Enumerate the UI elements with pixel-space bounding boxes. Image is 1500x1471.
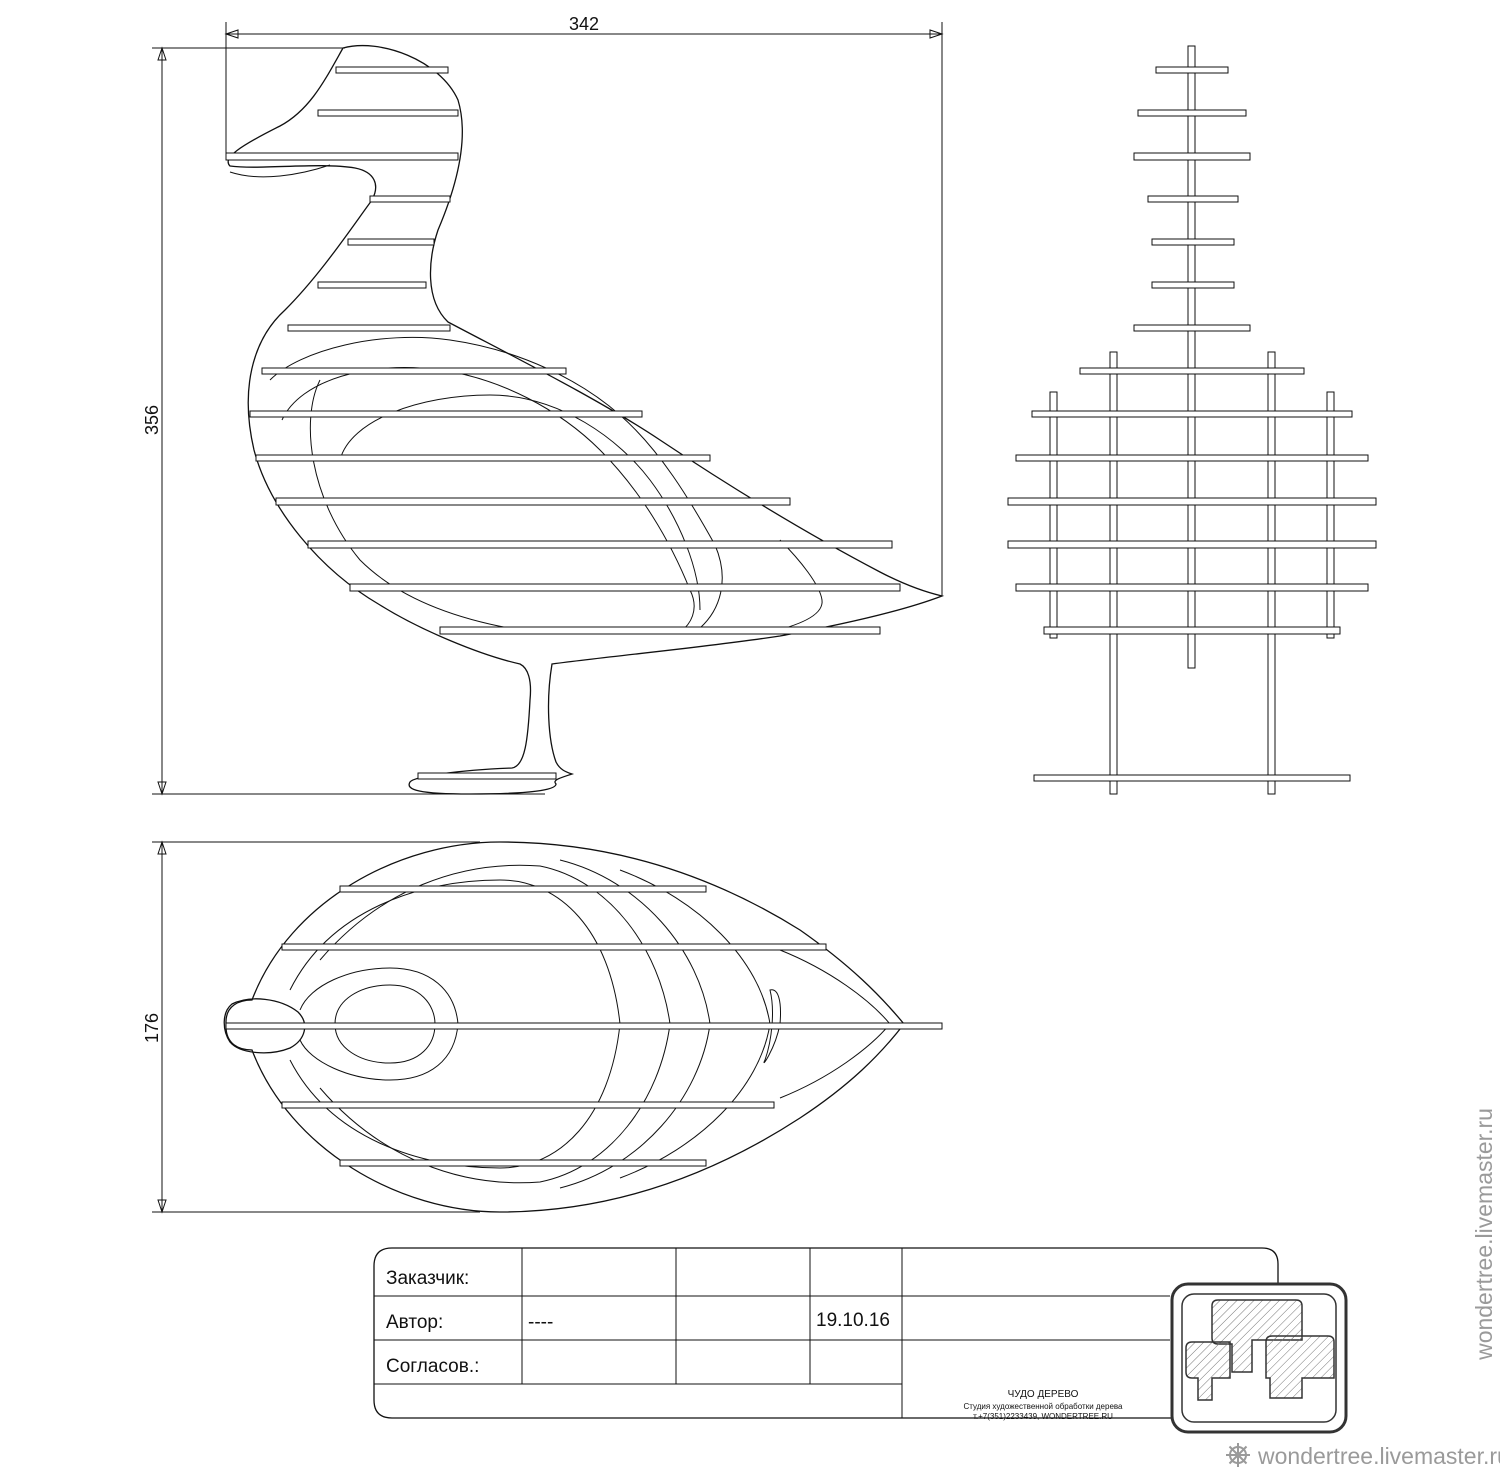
duck-side-contour bbox=[769, 539, 823, 633]
front-upright bbox=[1267, 351, 1276, 795]
duck-side-contour bbox=[269, 336, 723, 629]
front-upright bbox=[1049, 391, 1058, 639]
front-view-ribs bbox=[1007, 66, 1377, 782]
customer-label: Заказчик: bbox=[386, 1268, 469, 1289]
duck-top-head bbox=[223, 998, 306, 1054]
front-center-spine bbox=[1187, 45, 1196, 669]
author-value: ---- bbox=[528, 1312, 553, 1333]
duck-top-contour bbox=[763, 989, 781, 1063]
duck-top-outline bbox=[225, 841, 905, 1213]
top-view-ribs bbox=[225, 885, 943, 1167]
top-view: 176 bbox=[142, 840, 943, 1214]
studio-contact: т.+7(351)2233439, WONDERTREE.RU bbox=[973, 1412, 1113, 1421]
date-value: 19.10.16 bbox=[816, 1310, 890, 1331]
width-dimension-label: 342 bbox=[569, 14, 599, 34]
duck-side-contour bbox=[309, 379, 521, 631]
watermark-vertical-text: wondertree.livemaster.ru bbox=[1471, 1108, 1497, 1361]
duck-side-outline bbox=[227, 44, 945, 795]
front-view bbox=[1007, 45, 1377, 795]
height-dimension: 356 bbox=[142, 46, 545, 796]
side-view-ribs bbox=[225, 66, 901, 780]
wondertree-logo-icon bbox=[1170, 1282, 1348, 1434]
width-dimension: 342 bbox=[224, 14, 944, 596]
depth-dimension-label: 176 bbox=[142, 1013, 162, 1043]
depth-dimension: 176 bbox=[142, 840, 480, 1214]
side-view: 342 356 bbox=[142, 14, 945, 796]
title-block: Заказчик: Автор: ---- 19.10.16 Согласов.… bbox=[373, 1247, 1279, 1421]
watermark-bottom-text: wondertree.livemaster.ru bbox=[1257, 1443, 1500, 1469]
front-upright bbox=[1326, 391, 1335, 639]
studio-name: ЧУДО ДЕРЕВО bbox=[1008, 1389, 1079, 1400]
front-upright bbox=[1109, 351, 1118, 795]
title-block-frame bbox=[373, 1247, 1279, 1419]
height-dimension-label: 356 bbox=[142, 405, 162, 435]
author-label: Автор: bbox=[386, 1312, 443, 1333]
gear-icon bbox=[1226, 1443, 1250, 1467]
studio-description: Студия художественной обработки дерева bbox=[963, 1402, 1123, 1411]
duck-side-contour bbox=[229, 164, 331, 178]
watermark: wondertree.livemaster.ru wondertree.live… bbox=[1226, 1108, 1500, 1469]
approved-label: Согласов.: bbox=[386, 1356, 479, 1377]
